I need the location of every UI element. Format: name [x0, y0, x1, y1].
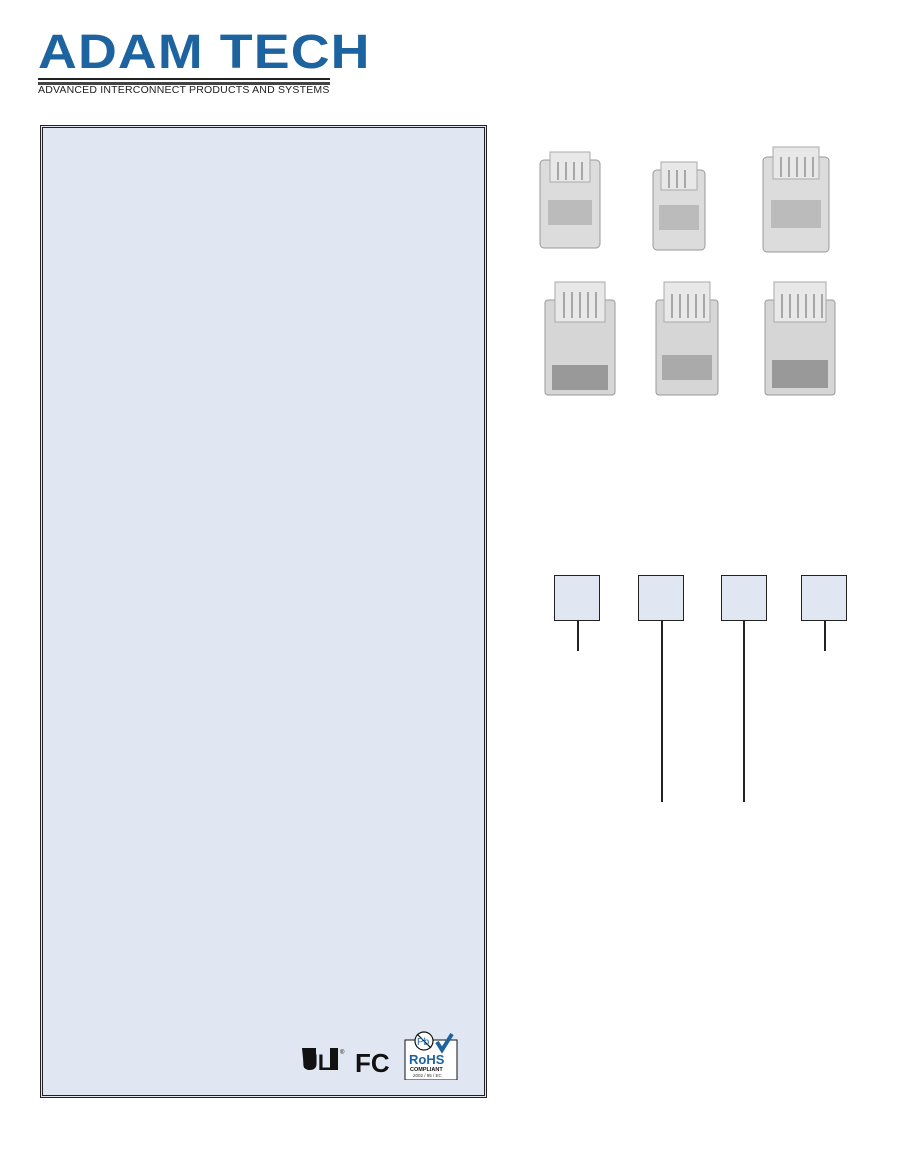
- part-number-box-4: [801, 575, 847, 621]
- product-photo-3: [762, 146, 830, 253]
- svg-text:FC: FC: [355, 1048, 390, 1078]
- part-number-leader-3: [743, 621, 745, 802]
- product-photo-1: [539, 151, 601, 249]
- svg-text:®: ®: [340, 1049, 345, 1056]
- ul-logo-icon: UL ®: [302, 1048, 345, 1075]
- product-photo-4: [544, 281, 616, 396]
- part-number-leader-1: [577, 621, 579, 651]
- part-number-box-3: [721, 575, 767, 621]
- certification-logos: UL ® FC Pb RoHS COMPLIANT 2002 / 95 / EC: [302, 1031, 458, 1080]
- company-tagline: ADVANCED INTERCONNECT PRODUCTS AND SYSTE…: [38, 84, 330, 96]
- product-photo-5: [655, 281, 719, 396]
- rohs-logo-icon: Pb RoHS COMPLIANT 2002 / 95 / EC: [404, 1031, 458, 1080]
- svg-text:2002 / 95 / EC: 2002 / 95 / EC: [413, 1073, 443, 1078]
- product-photo-2: [652, 161, 706, 251]
- fcc-logo-icon: FC: [355, 1048, 390, 1078]
- svg-text:RoHS: RoHS: [409, 1052, 445, 1067]
- logo-text: ADAM TECH: [38, 26, 371, 79]
- features-panel: [40, 125, 487, 1098]
- logo-rule: [38, 78, 330, 80]
- svg-text:Pb: Pb: [417, 1037, 430, 1048]
- part-number-leader-2: [661, 621, 663, 802]
- svg-text:UL: UL: [302, 1050, 331, 1075]
- logo-rule: [38, 82, 330, 85]
- product-photo-6: [764, 281, 836, 396]
- part-number-box-1: [554, 575, 600, 621]
- part-number-box-2: [638, 575, 684, 621]
- company-logo: ADAM TECH: [38, 29, 370, 85]
- part-number-leader-4: [824, 621, 826, 651]
- svg-text:COMPLIANT: COMPLIANT: [410, 1067, 443, 1073]
